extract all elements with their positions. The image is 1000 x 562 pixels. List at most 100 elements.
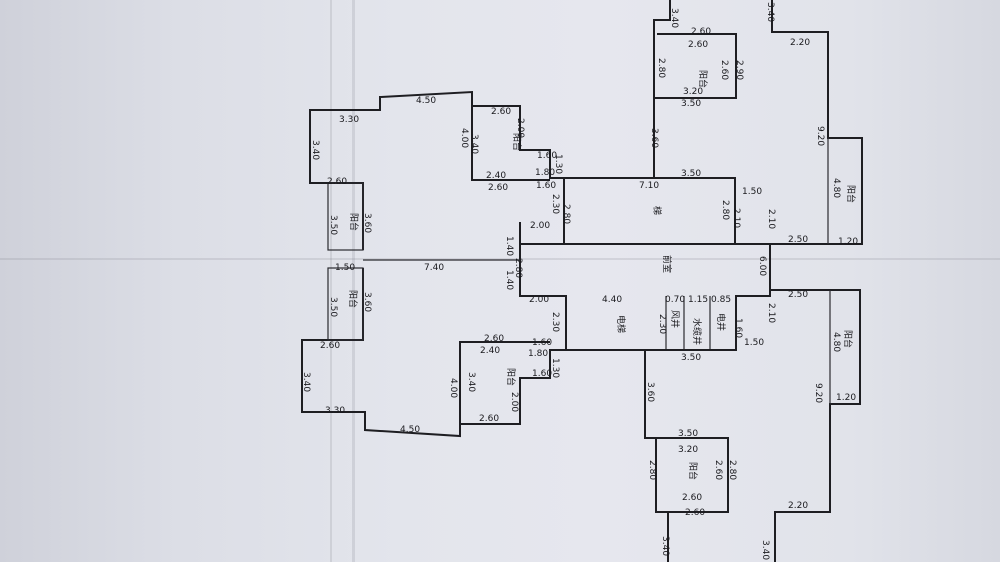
dim-tr-340b: 3.40 bbox=[765, 2, 775, 22]
dim-tl-340b: 3.40 bbox=[469, 134, 479, 154]
dim-tr-350b: 3.50 bbox=[681, 169, 701, 179]
dim-bl-230b: 2.30 bbox=[657, 314, 667, 334]
dim-br-260: 2.60 bbox=[713, 460, 723, 480]
dim-mid-740: 7.40 bbox=[424, 263, 444, 273]
room-balcony-tl: 阳台 bbox=[511, 133, 523, 151]
dim-br-480: 4.80 bbox=[831, 332, 841, 352]
balcony-left-top bbox=[327, 182, 364, 251]
dim-br-220: 2.20 bbox=[788, 501, 808, 511]
room-balcony-tr-large: 阳台 bbox=[845, 185, 857, 203]
dim-bl-240: 2.40 bbox=[480, 346, 500, 356]
dim-br-120: 1.20 bbox=[836, 393, 856, 403]
dim-bl-440: 4.40 bbox=[602, 295, 622, 305]
dim-bl-200: 2.00 bbox=[529, 295, 549, 305]
dim-tr-320: 3.20 bbox=[683, 87, 703, 97]
wall-top-right-main bbox=[653, 98, 735, 179]
dim-085: 0.85 bbox=[711, 295, 731, 305]
dim-br-320: 3.20 bbox=[678, 445, 698, 455]
dim-tr-250: 2.50 bbox=[788, 235, 808, 245]
dim-br-150: 1.50 bbox=[744, 338, 764, 348]
dim-br-250: 2.50 bbox=[788, 290, 808, 300]
dim-tr-280b: 2.80 bbox=[720, 200, 730, 220]
dim-br-920: 9.20 bbox=[813, 383, 823, 403]
dim-tr-220: 2.20 bbox=[790, 38, 810, 48]
wall-bottom-right-main bbox=[644, 349, 736, 513]
dim-bl-340: 3.40 bbox=[301, 372, 311, 392]
dim-tl-260c: 2.60 bbox=[327, 177, 347, 187]
dim-tl-400: 4.00 bbox=[459, 128, 469, 148]
room-power-shaft: 电井 bbox=[715, 313, 727, 331]
room-corridor: 前室 bbox=[661, 255, 673, 273]
dim-tl-160b: 1.60 bbox=[536, 181, 556, 191]
dim-tr-120: 1.20 bbox=[838, 237, 858, 247]
dim-tr-920: 9.20 bbox=[815, 126, 825, 146]
dim-tr-210b: 2.10 bbox=[766, 209, 776, 229]
dim-tl-280: 2.80 bbox=[561, 204, 571, 224]
dim-tl-450: 4.50 bbox=[416, 96, 436, 106]
dim-br-260c: 2.60 bbox=[685, 508, 705, 518]
dim-600: 6.00 bbox=[757, 256, 767, 276]
dim-bl-330: 3.30 bbox=[325, 406, 345, 416]
dim-mid-280: 2.80 bbox=[513, 258, 523, 278]
room-balcony-bl: 阳台 bbox=[505, 368, 517, 386]
dim-bl-180: 1.80 bbox=[528, 349, 548, 359]
dim-tl-130: 1.30 bbox=[553, 154, 563, 174]
wall-top-right-outer bbox=[770, 0, 863, 245]
dim-br-260b: 2.60 bbox=[682, 493, 702, 503]
dim-bl-260c: 2.60 bbox=[479, 414, 499, 424]
dim-tl-140: 1.40 bbox=[504, 236, 514, 256]
paper-fold-horizontal bbox=[0, 258, 1000, 260]
dim-bl-160b: 1.60 bbox=[532, 369, 552, 379]
dim-tl-350: 3.50 bbox=[328, 215, 338, 235]
dim-br-360: 3.60 bbox=[645, 382, 655, 402]
dim-tr-480: 4.80 bbox=[831, 178, 841, 198]
dim-bl-200b: 2.00 bbox=[509, 392, 519, 412]
dim-tl-330: 3.30 bbox=[339, 115, 359, 125]
room-balcony-left-top: 阳台 bbox=[348, 213, 360, 231]
wall-top-left-unit bbox=[309, 90, 564, 250]
room-air-shaft: 风井 bbox=[669, 310, 681, 328]
dim-br-280: 2.80 bbox=[647, 460, 657, 480]
dim-115: 1.15 bbox=[688, 295, 708, 305]
dim-tl-160: 1.60 bbox=[537, 151, 557, 161]
wall-bottom-left-unit bbox=[301, 268, 566, 438]
dim-bl-260: 2.60 bbox=[484, 334, 504, 344]
dim-bl-450: 4.50 bbox=[400, 425, 420, 435]
dim-tr-280: 2.80 bbox=[656, 58, 666, 78]
wall-bottom-right-outer bbox=[769, 289, 861, 562]
dim-tl-230: 2.30 bbox=[550, 194, 560, 214]
room-balcony-left-bottom: 阳台 bbox=[347, 290, 359, 308]
room-stairs: 梯 bbox=[651, 206, 663, 215]
wall-top-left-notch bbox=[471, 106, 550, 181]
dim-tr-360: 3.60 bbox=[649, 128, 659, 148]
room-balcony-br-large: 阳台 bbox=[842, 330, 854, 348]
dim-tl-260: 2.60 bbox=[491, 107, 511, 117]
dim-tl-360: 3.60 bbox=[362, 213, 372, 233]
dim-bl-400: 4.00 bbox=[448, 378, 458, 398]
dim-tr-350a: 3.50 bbox=[681, 99, 701, 109]
wall-bottom-left-notch bbox=[459, 341, 550, 424]
dim-bl-230: 2.30 bbox=[550, 312, 560, 332]
dim-tl-200b: 2.00 bbox=[530, 221, 550, 231]
balcony-left-bottom bbox=[327, 267, 364, 341]
dim-mid-150: 1.50 bbox=[335, 263, 355, 273]
dim-tr-260a: 2.60 bbox=[691, 27, 711, 37]
dim-br-350a: 3.50 bbox=[681, 353, 701, 363]
dim-mid-140: 1.40 bbox=[504, 270, 514, 290]
dim-tr-150: 1.50 bbox=[742, 187, 762, 197]
wall-core-lobby bbox=[519, 243, 771, 351]
dim-br-210: 2.10 bbox=[766, 303, 776, 323]
dim-br-280b: 2.80 bbox=[727, 460, 737, 480]
paper-fold-vertical bbox=[352, 0, 355, 562]
room-balcony-tr-small: 阳台 bbox=[697, 70, 709, 88]
dim-tr-340: 3.40 bbox=[669, 8, 679, 28]
dim-bl-360: 3.60 bbox=[362, 292, 372, 312]
paper-fold-left bbox=[330, 0, 332, 562]
room-elevator: 电梯 bbox=[615, 315, 627, 333]
dim-tr-210: 2.10 bbox=[731, 208, 741, 228]
dim-tl-200: 2.00 bbox=[515, 118, 525, 138]
dim-tr-290: 2.90 bbox=[734, 60, 744, 80]
dim-bl-350: 3.50 bbox=[328, 297, 338, 317]
